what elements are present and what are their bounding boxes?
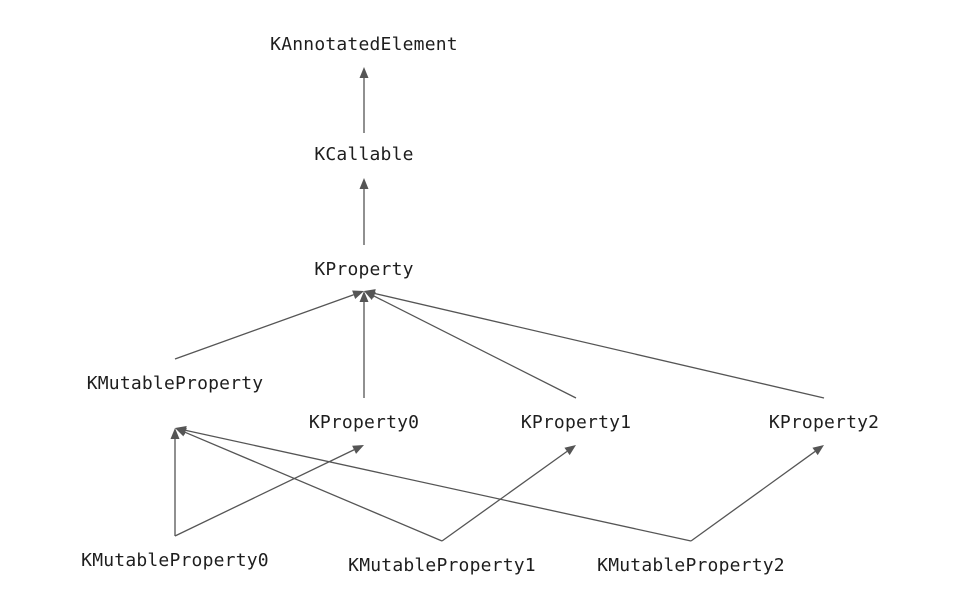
edge-kmutableproperty2-to-kproperty2 bbox=[690, 450, 816, 542]
edge-kmutableproperty0-to-kproperty0 bbox=[174, 449, 355, 537]
edge-kmutableproperty1-to-kproperty1 bbox=[441, 450, 568, 542]
arrowhead-kmutableproperty2-to-kproperty2 bbox=[812, 445, 824, 456]
arrowhead-kproperty0-to-kproperty bbox=[359, 291, 369, 302]
node-kmutableproperty2: KMutableProperty2 bbox=[597, 555, 785, 576]
node-kmutableproperty1: KMutableProperty1 bbox=[348, 555, 536, 576]
arrowhead-kcallable-to-kannotatedelement bbox=[359, 67, 369, 78]
edge-kproperty1-to-kproperty bbox=[373, 295, 577, 399]
arrowhead-kmutableproperty-to-kproperty bbox=[352, 290, 364, 299]
node-kmutableproperty: KMutableProperty bbox=[87, 373, 264, 394]
node-kcallable: KCallable bbox=[314, 144, 413, 165]
arrowhead-kproperty-to-kcallable bbox=[359, 178, 369, 189]
arrowhead-kmutableproperty0-to-kproperty0 bbox=[352, 445, 364, 454]
node-kproperty1: KProperty1 bbox=[521, 412, 631, 433]
edge-kmutableproperty-to-kproperty bbox=[174, 294, 354, 360]
arrowhead-kproperty2-to-kproperty bbox=[364, 289, 376, 298]
edges-layer bbox=[170, 67, 825, 542]
node-kproperty2: KProperty2 bbox=[769, 412, 879, 433]
edge-kproperty2-to-kproperty bbox=[374, 292, 825, 399]
edge-kmutableproperty1-to-kmutableproperty bbox=[184, 431, 443, 542]
node-kannotatedelement: KAnnotatedElement bbox=[270, 34, 458, 55]
arrowhead-kmutableproperty0-to-kmutableproperty bbox=[170, 428, 180, 439]
arrowhead-kmutableproperty1-to-kproperty1 bbox=[564, 445, 576, 456]
node-kproperty: KProperty bbox=[314, 259, 413, 280]
arrowhead-kmutableproperty2-to-kmutableproperty bbox=[175, 425, 187, 435]
node-kproperty0: KProperty0 bbox=[309, 412, 419, 433]
edge-kmutableproperty2-to-kmutableproperty bbox=[185, 429, 692, 542]
node-kmutableproperty0: KMutableProperty0 bbox=[81, 550, 269, 571]
labels-layer: KAnnotatedElement KCallable KProperty KM… bbox=[81, 34, 879, 576]
